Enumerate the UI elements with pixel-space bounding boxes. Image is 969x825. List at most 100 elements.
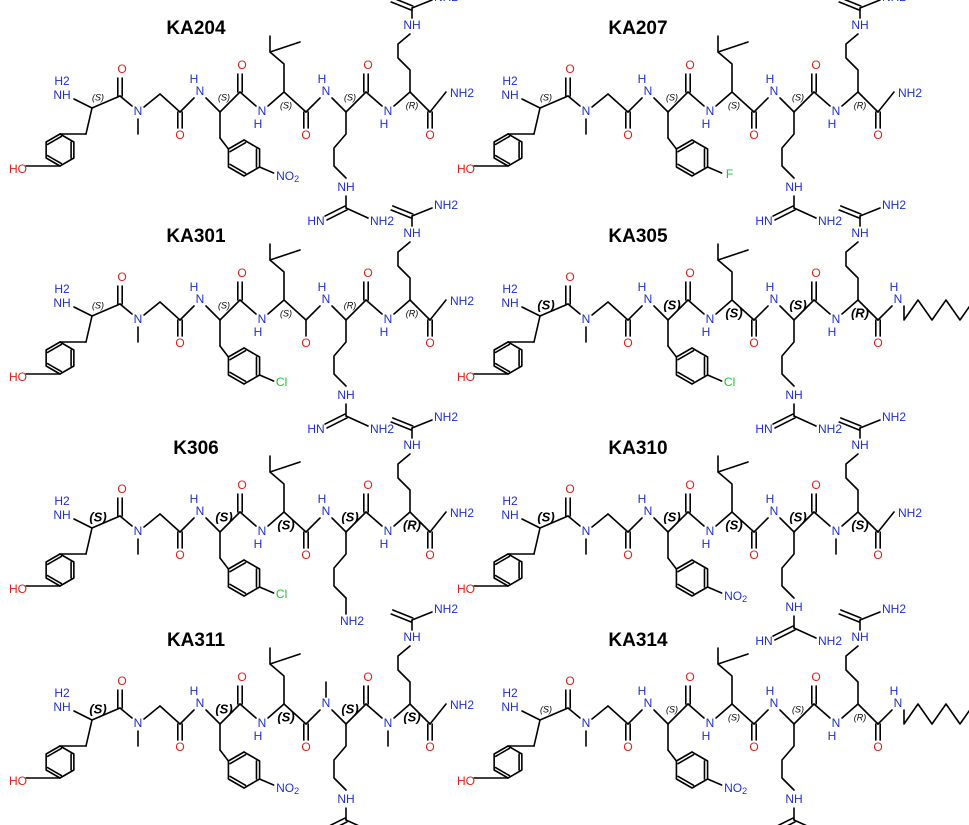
phe-ring-link — [667, 749, 678, 762]
ring-double-bond — [494, 555, 511, 566]
n-methyl-label: N — [134, 524, 143, 538]
bond-n-ca — [779, 97, 795, 113]
amide-h-label: H — [254, 537, 263, 551]
ring-double-bond — [494, 574, 511, 585]
bond-c-n — [567, 515, 581, 527]
guanidine-double-bond — [326, 417, 348, 429]
compound-ka301: KA301NHH2(S)OHONONH(S)OClNH(S)ONH(R)NHHN… — [9, 198, 474, 436]
carbonyl-oxygen: O — [565, 674, 574, 688]
bond-n-ca — [715, 703, 733, 719]
ring-double-bond — [494, 135, 511, 146]
ring-double-bond — [677, 349, 695, 361]
guanidine-bond — [859, 611, 881, 621]
amide-h-label: H — [702, 117, 711, 131]
amide-h-label: H — [318, 72, 327, 86]
bond-c-n — [305, 305, 321, 321]
guanidine-double-bond — [838, 1, 860, 11]
bond-n-ca — [393, 703, 411, 719]
stereo-descriptor: (S) — [540, 704, 552, 714]
guanidine-bond — [411, 611, 433, 621]
bond-n-ca — [715, 91, 733, 107]
carbonyl-oxygen: O — [623, 548, 632, 562]
guanidine-bond — [793, 819, 807, 825]
amide-h-label: H — [638, 684, 647, 698]
bond-c-n — [753, 305, 769, 321]
bond-c-n — [877, 709, 893, 725]
ring-double-bond — [494, 343, 511, 354]
ring-substituent-bond — [706, 166, 723, 174]
tyr-side-chain — [85, 315, 93, 343]
gly-bond — [607, 93, 629, 113]
bond-ca-c — [91, 515, 121, 529]
ring-double-bond — [494, 766, 511, 777]
amide-bond — [429, 511, 447, 533]
ring-substituent-bond — [258, 374, 275, 382]
carbonyl-oxygen: O — [425, 740, 434, 754]
stereo-descriptor: (S) — [277, 709, 294, 724]
carbonyl-oxygen: O — [363, 58, 372, 72]
stereo-descriptor: (S) — [89, 509, 106, 524]
stereo-descriptor: (S) — [725, 305, 742, 320]
bond-n-ca — [521, 98, 541, 109]
stereo-descriptor: (S) — [280, 308, 292, 318]
compound-ka204: KA204NHH2(S)OHONONH(S)ONO2NH(S)ONH(S)NHH… — [9, 0, 474, 228]
arg-side-chain — [845, 241, 859, 301]
bond-ca-c — [409, 91, 431, 113]
bond-c-n — [753, 517, 769, 533]
bond-ca-c — [667, 91, 689, 113]
amide-n-label: N — [196, 504, 205, 518]
bond-n-ca — [73, 306, 93, 317]
amine-h2-label: H2 — [502, 74, 518, 88]
ring-double-bond — [229, 583, 247, 595]
stereo-descriptor: (S) — [280, 100, 292, 110]
compound-title: KA311 — [167, 630, 226, 651]
amide-h-label: H — [318, 280, 327, 294]
amide-h-label: H — [828, 117, 837, 131]
amide-n-label: N — [832, 312, 841, 326]
stereo-descriptor: (S) — [540, 92, 552, 102]
arg-side-chain — [397, 645, 411, 705]
bond-c-n — [119, 707, 133, 719]
amide-h-label: H — [702, 537, 711, 551]
stereo-descriptor: (S) — [215, 509, 232, 524]
guanidine-nh-label: NH — [851, 630, 868, 644]
carbonyl-oxygen: O — [117, 482, 126, 496]
hydroxyl-label: HO — [457, 162, 475, 176]
carbonyl-oxygen: O — [301, 548, 310, 562]
stereo-descriptor: (R) — [344, 300, 357, 310]
benzene-ring — [675, 751, 709, 789]
ring-substituent-bond — [706, 586, 723, 594]
ring-double-bond — [46, 766, 63, 777]
stereo-descriptor: (S) — [792, 704, 804, 714]
bond-c-n — [179, 97, 195, 113]
gly-bond — [143, 301, 161, 316]
arg-side-chain — [397, 241, 411, 301]
amide-h-label: H — [190, 492, 199, 506]
n-methyl-label: N — [134, 716, 143, 730]
guanidine-double-bond — [840, 609, 862, 619]
benzene-ring — [493, 133, 523, 167]
guanidine-nh-label: NH — [851, 438, 868, 452]
nitro-label-subscript: 2 — [294, 174, 299, 184]
stereo-descriptor: (S) — [537, 509, 554, 524]
amine-h2-label: H2 — [54, 74, 70, 88]
tyr-side-chain — [85, 719, 93, 747]
benzene-ring — [45, 133, 75, 167]
bond-n-ca — [715, 299, 733, 315]
arg-side-chain — [845, 453, 859, 513]
amide-n-label: N — [196, 696, 205, 710]
phe-ring-link — [667, 557, 678, 570]
tyr-side-chain — [85, 107, 93, 135]
chloro-label: Cl — [276, 587, 287, 601]
guanidine-double-bond — [392, 609, 414, 619]
bond-n-ca — [841, 703, 859, 719]
phe-ring-link — [667, 137, 678, 150]
leu-side-chain — [717, 647, 733, 705]
chloro-label: Cl — [724, 375, 735, 389]
guanidine-nh-label: NH — [785, 792, 802, 806]
bond-n-ca — [267, 511, 285, 527]
ring-substituent-bond — [706, 374, 723, 382]
stereo-descriptor: (S) — [92, 92, 104, 102]
bond-c-n — [627, 517, 643, 533]
